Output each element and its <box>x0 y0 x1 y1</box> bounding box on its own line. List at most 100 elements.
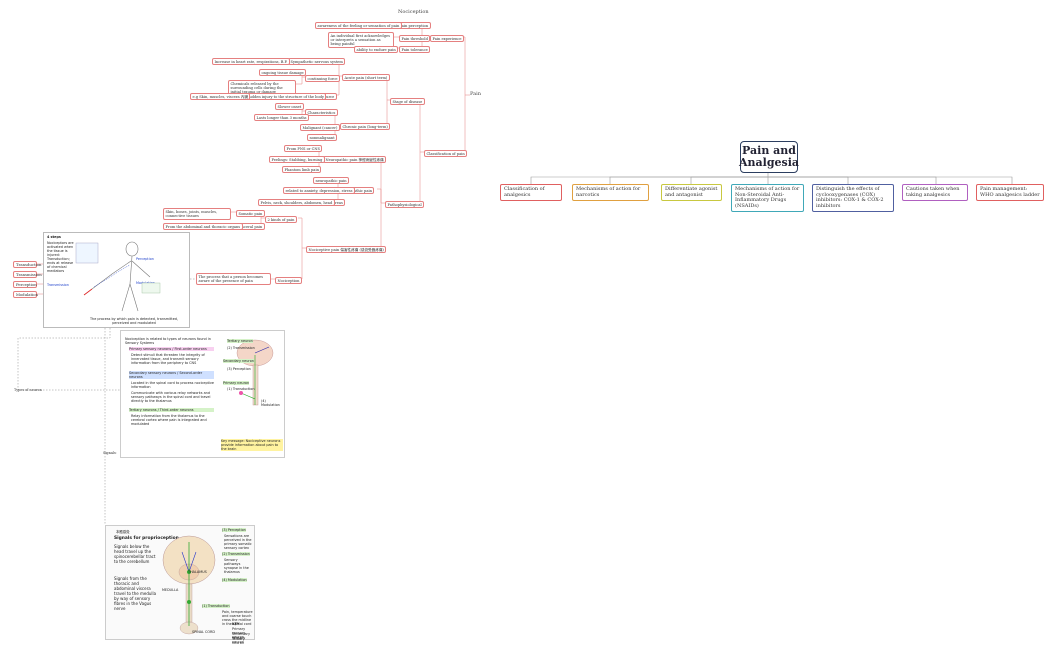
root-label: Pain and Analgesia <box>738 144 800 169</box>
card3-spinal-cord: SPINAL CORD <box>192 630 216 634</box>
step-transduction[interactable]: Transduction <box>13 261 41 268</box>
card2-first-order: Primary sensory neurons / First-order ne… <box>129 347 214 351</box>
feelings-node: Feelings: Stabbing, burning <box>269 156 325 164</box>
card1-title: 4 steps <box>47 235 61 239</box>
sympathetic-node[interactable]: Sympathetic nervous system <box>288 58 346 66</box>
card3-transmission-def: Sensory pathways synapse in the thalamus <box>224 558 249 574</box>
pathophysiological-node[interactable]: Pathophysiological <box>385 201 425 209</box>
root-node[interactable]: Pain and Analgesia <box>738 141 800 173</box>
branch-cautions[interactable]: Cautions taken when taking analgesics <box>902 184 968 202</box>
card3-title: Signals for proprioception <box>114 536 179 541</box>
sympathetic-definition: Increase in heart rate, respirations, B.… <box>212 58 290 66</box>
brain-sensory-pathway-illustration <box>162 535 216 635</box>
nociceptive-pain-node[interactable]: Nociceptive pain 傷害性疼痛 (感覺受器疼痛) <box>306 246 387 254</box>
signals-label[interactable]: Signals <box>103 451 116 455</box>
card3-visceral-signals: Signals from the thoracic and abdominal … <box>114 576 157 611</box>
card3-thalamus: THALAMUS <box>188 570 207 574</box>
branch-nsaids[interactable]: Mechanisms of action for Non-Steroidal A… <box>731 184 804 213</box>
step-modulation[interactable]: Modulation <box>13 291 38 298</box>
signals-card: 本體感覺 Signals for proprioception Signals … <box>105 525 255 645</box>
step-transmission[interactable]: Transmission <box>13 271 42 278</box>
nonmalignant-node: nonmalignant <box>307 134 338 142</box>
card2-fig-transmission: (2) Transmission <box>227 346 255 350</box>
card2-intro: Nociception is related to types of neuro… <box>125 337 211 345</box>
four-steps-image: 4 steps Nociceptors are activated when t… <box>43 232 190 328</box>
pain-experience-node[interactable]: Pain experience <box>430 35 465 43</box>
card2-fig-key: Key message: Nociceptive neurons provide… <box>221 439 283 451</box>
card2-first-order-def: Detect stimuli that threaten the integri… <box>131 353 205 365</box>
from-pns-cns: From PNS or CNS <box>284 145 323 153</box>
card2-fig-primary: Primary neuron <box>223 381 250 385</box>
lasts-longer-node: Lasts longer than 3 months <box>254 114 309 122</box>
card3-key-tertiary: Tertiary neuron <box>232 637 245 645</box>
types-of-neuron-card: Nociception is related to types of neuro… <box>120 330 285 458</box>
card2-third-order-def: Relay information from the thalamus to t… <box>131 414 207 426</box>
card2-fig-secondary: Secondary neuron <box>223 359 254 363</box>
chronic-pain-node[interactable]: Chronic pain (long-term) <box>340 123 391 131</box>
pain-node[interactable]: Pain <box>470 91 481 97</box>
nociception-title: Nociception <box>398 9 429 15</box>
card2-fig-modulation: (4) Modulation <box>261 399 280 407</box>
human-figure-illustration <box>75 241 161 312</box>
classification-of-pain-node[interactable]: Classification of pain <box>424 150 468 158</box>
stage-of-disease-node[interactable]: Stage of disease <box>390 98 425 106</box>
branch-classification-of-analgesics[interactable]: Classification of analgesics <box>500 184 562 202</box>
branch-label: Mechanisms of action for narcotics <box>576 186 641 198</box>
branch-label: Pain management: WHO analgesics ladder <box>980 186 1040 198</box>
card2-fig-perception: (3) Perception <box>227 367 251 371</box>
branch-label: Mechanisms of action for Non-Steroidal A… <box>735 186 800 209</box>
step-perception[interactable]: Perception <box>13 281 37 288</box>
slower-onset-node: Slower onset <box>275 103 304 111</box>
card1-note-transduction: Nociceptors are activated when the tissu… <box>47 241 74 273</box>
card3-perception: (3) Perception <box>222 528 246 532</box>
phantom-limb-node: Phantom limb pain <box>282 166 322 174</box>
card2-fig-transduction: (1) Transduction <box>227 387 255 391</box>
card2-second-order-b: Communicate with various relay networks … <box>131 391 211 403</box>
branch-label: Cautions taken when taking analgesics <box>906 186 960 198</box>
malignant-node: Malignant (cancer) <box>300 124 340 132</box>
pain-threshold-node[interactable]: Pain threshold <box>399 35 431 43</box>
card3-key-secondary: Secondary sensory neuron <box>232 632 250 644</box>
nociception-node[interactable]: Nociception <box>275 277 302 285</box>
card2-fig-tertiary: Tertiary neuron <box>227 339 253 343</box>
neuropathic-pain-sub: neuropathic pain <box>313 177 350 185</box>
branch-mechanisms-narcotics[interactable]: Mechanisms of action for narcotics <box>572 184 649 202</box>
types-of-neuron-label[interactable]: Types of neuron <box>14 388 42 392</box>
common-areas-definition: Pelvis, neck, shoulders, abdomen, head <box>258 199 335 207</box>
visceral-definition: From the abdominal and thoracic organs <box>163 223 243 231</box>
acute-pain-node[interactable]: Acute pain (short term) <box>342 74 390 82</box>
branch-label: Differentiate agonist and antagonist <box>665 186 718 198</box>
branch-who-ladder[interactable]: Pain management: WHO analgesics ladder <box>976 184 1044 202</box>
card3-transmission: (2) Transmission <box>222 552 250 556</box>
card3-medulla: MEDULLA <box>162 588 179 592</box>
two-kinds-node[interactable]: 2 kinds of pain <box>265 216 297 224</box>
card3-transduction: (1) Transduction <box>202 604 230 608</box>
card1-note-transmission: Transmission <box>47 283 69 287</box>
neuropathic-pain-node[interactable]: Neuropathic pain 神經病變性疼痛 <box>323 156 387 164</box>
card3-modulation: (4) Modulation <box>222 578 247 582</box>
card3-perception-def: Sensations are perceived in the primary … <box>224 534 252 550</box>
branch-label: Classification of analgesics <box>504 186 545 198</box>
somatic-pain-node[interactable]: Somatic pain <box>236 210 265 218</box>
pain-perception-definition: awareness of the feeling or sensation of… <box>315 22 402 30</box>
pain-tolerance-node[interactable]: Pain tolerance <box>399 46 431 54</box>
card1-note-perception: Perception <box>136 257 154 261</box>
card2-second-order-a: Located in the spinal cord to process no… <box>131 381 214 389</box>
card3-header: 本體感覺 <box>116 530 130 534</box>
idiopathic-definition: related to anxiety, depression, stress <box>283 187 355 195</box>
card2-second-order: Secondary sensory neurons / Second-order… <box>129 371 214 379</box>
pain-perception-node[interactable]: Pain perception <box>397 22 431 30</box>
somatic-definition: Skin, bones, joints, muscles, connective… <box>163 208 231 220</box>
card3-transduction-def: Pain, temperature and coarse touch cross… <box>222 610 253 626</box>
ongoing-damage-node: ongoing tissue damage <box>259 69 307 77</box>
characteristics-node[interactable]: Characteristics <box>305 109 338 117</box>
source-examples: e.g Skin, muscles, viscera 內臟 <box>190 93 251 101</box>
continuing-force-node[interactable]: continuing force <box>305 75 340 83</box>
chemicals-node: Chemicals released by the surrounding ce… <box>228 80 296 96</box>
card2-third-order: Tertiary neurons / Third-order neurons <box>129 408 214 412</box>
nociception-definition: The process that a person becomes aware … <box>196 273 271 285</box>
branch-agonist-antagonist[interactable]: Differentiate agonist and antagonist <box>661 184 722 202</box>
pain-tolerance-definition: ability to endure pain <box>354 46 399 54</box>
branch-cox-inhibitors[interactable]: Distinguish the effects of cyclooxygenas… <box>812 184 894 213</box>
card1-caption: The process by which pain is detected, t… <box>89 317 179 325</box>
